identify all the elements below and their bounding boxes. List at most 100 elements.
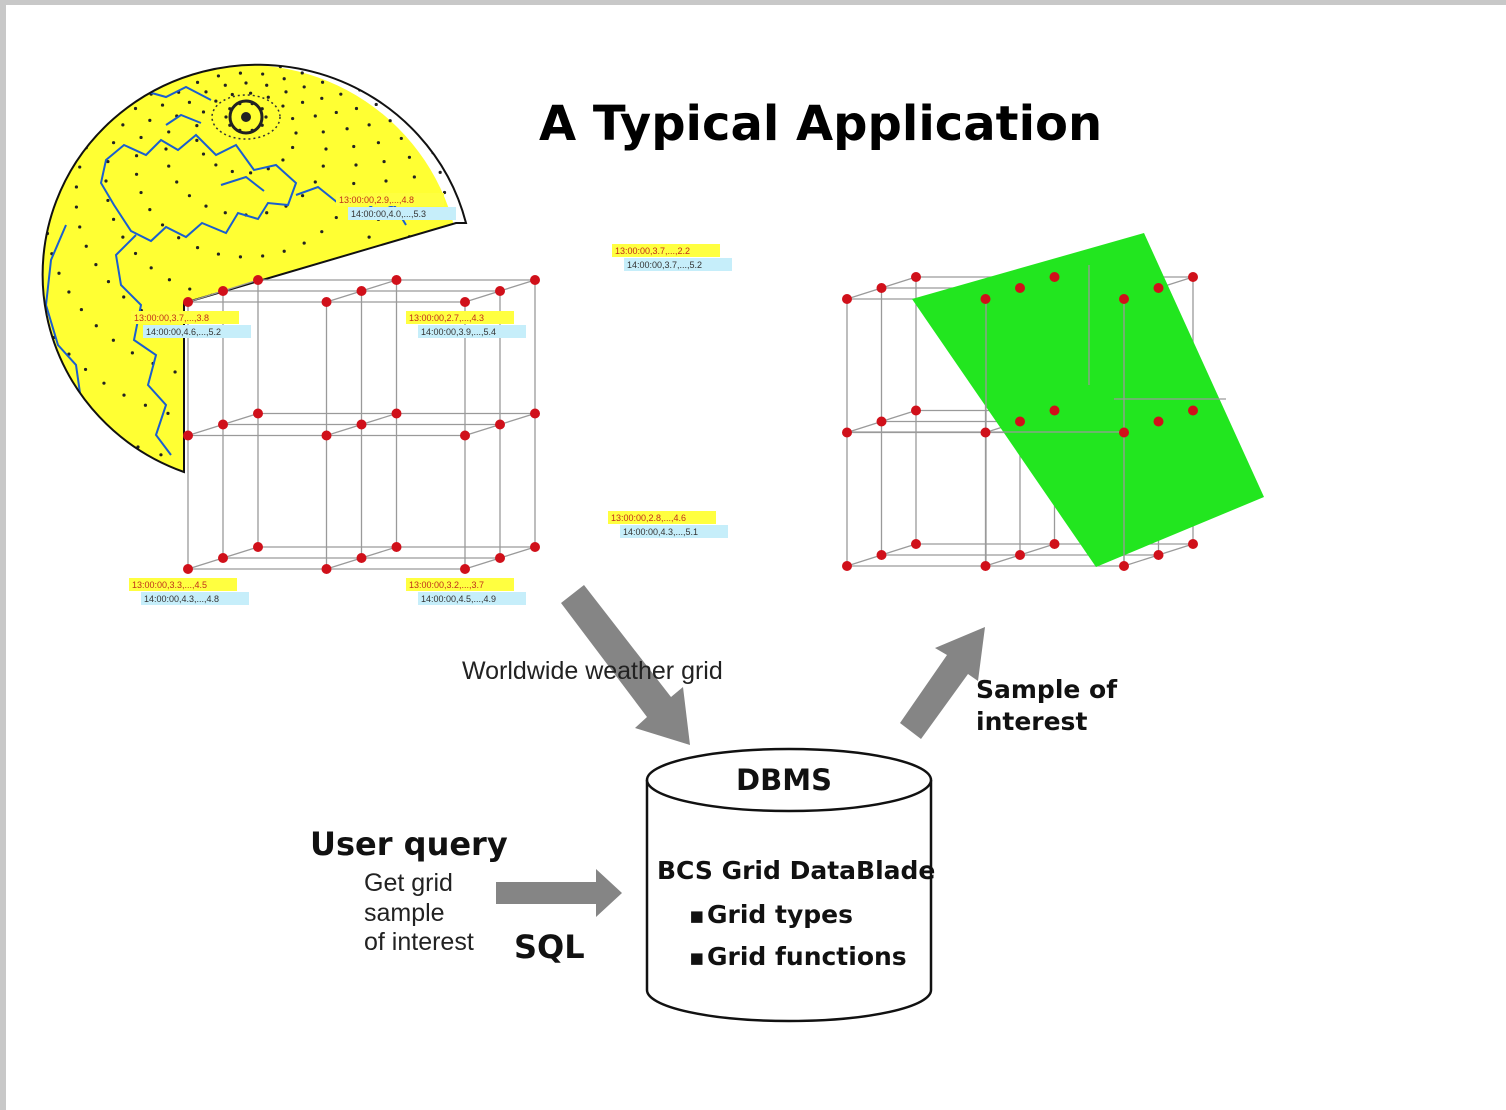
grid-node <box>1188 539 1198 549</box>
worldwide-grid-label: Worldwide weather grid <box>462 657 723 685</box>
grid-node <box>842 294 852 304</box>
grid-node <box>356 419 367 430</box>
sample-plane <box>912 233 1264 567</box>
grid-node <box>460 297 470 307</box>
grid-node <box>842 427 852 438</box>
grid-node <box>1153 416 1164 427</box>
query-line: of interest <box>364 928 474 956</box>
grid-value-text: 13:00:00,2.8,...,4.6 <box>611 513 686 523</box>
grid-node <box>842 561 852 571</box>
database-cylinder-icon <box>645 747 933 1023</box>
dbms-label: DBMS <box>736 763 832 797</box>
grid-node <box>530 275 540 285</box>
grid-node <box>876 416 887 427</box>
grid-node <box>1119 561 1129 571</box>
grid-node <box>1153 550 1164 560</box>
grid-value-label: 13:00:00,2.7,...,4.3 14:00:00,3.9,...,5.4 <box>406 311 526 338</box>
grid-value-label: 13:00:00,3.7,...,2.2 14:00:00,3.7,...,5.2 <box>612 244 732 271</box>
grid-node <box>911 272 921 282</box>
grid-value-text: 14:00:00,4.0,...,5.3 <box>351 209 426 219</box>
grid-node <box>1015 416 1025 427</box>
datablade-label: BCS Grid DataBlade <box>657 856 935 885</box>
grid-node <box>876 283 887 293</box>
arrow-icon <box>496 869 622 917</box>
user-query-heading: User query <box>310 825 508 863</box>
grid-node <box>218 419 228 430</box>
grid-node <box>1153 283 1164 293</box>
grid-node <box>391 275 402 285</box>
grid-node <box>495 419 505 430</box>
grid-node <box>460 430 470 441</box>
query-line: sample <box>364 899 445 927</box>
grid-node <box>1049 539 1060 549</box>
grid-node <box>321 564 332 574</box>
grid-node <box>911 539 921 549</box>
grid-node <box>218 286 228 296</box>
page-title: A Typical Application <box>539 96 1102 152</box>
grid-value-label: 13:00:00,3.3,...,4.5 14:00:00,4.3,...,4.8 <box>129 578 249 605</box>
grid-node <box>1119 427 1129 438</box>
grid-value-label: 13:00:00,3.2,...,3.7 14:00:00,4.5,...,4.9 <box>406 578 526 605</box>
arrow-icon <box>561 585 690 745</box>
grid-value-text: 14:00:00,4.3,...,5.1 <box>623 527 698 537</box>
grid-value-text: 14:00:00,3.7,...,5.2 <box>627 260 702 270</box>
grid-node <box>980 294 991 304</box>
grid-node <box>253 542 263 552</box>
grid-node <box>1188 405 1198 416</box>
grid-node <box>495 553 505 563</box>
grid-node <box>1015 283 1025 293</box>
grid-node <box>218 553 228 563</box>
grid-node <box>530 408 540 419</box>
feature-item: Grid functions <box>707 942 907 971</box>
grid-value-text: 14:00:00,4.6,...,5.2 <box>146 327 221 337</box>
grid-node <box>391 542 402 552</box>
grid-node <box>253 408 263 419</box>
grid-value-text: 14:00:00,4.5,...,4.9 <box>421 594 496 604</box>
grid-nodes <box>183 275 540 574</box>
sql-label: SQL <box>514 928 585 966</box>
grid-value-text: 13:00:00,2.9,...,4.8 <box>339 195 414 205</box>
grid-node <box>1188 272 1198 282</box>
grid-node <box>1119 294 1129 304</box>
grid-value-text: 14:00:00,4.3,...,4.8 <box>144 594 219 604</box>
grid-node <box>1049 272 1060 282</box>
grid-value-text: 14:00:00,3.9,...,5.4 <box>421 327 496 337</box>
grid-node <box>460 564 470 574</box>
grid-value-label: 13:00:00,2.8,...,4.6 14:00:00,4.3,...,5.1 <box>608 511 728 538</box>
bullet-icon: ▪ <box>689 945 705 971</box>
sample-grid-nodes <box>842 272 1198 571</box>
grid-node <box>356 553 367 563</box>
grid-value-text: 13:00:00,3.3,...,4.5 <box>132 580 207 590</box>
grid-node <box>980 427 991 438</box>
grid-node <box>391 408 402 419</box>
diagram-canvas: A Typical Application 13:00:00, <box>41 63 1264 1023</box>
grid-node <box>495 286 505 296</box>
arrow-icon <box>900 627 985 739</box>
bullet-icon: ▪ <box>689 903 705 929</box>
grid-node <box>980 561 991 571</box>
grid-value-labels: 13:00:00,2.9,...,4.8 14:00:00,4.0,...,5.3… <box>129 193 732 605</box>
grid-value-text: 13:00:00,3.7,...,2.2 <box>615 246 690 256</box>
grid-node <box>1049 405 1060 416</box>
grid-node <box>183 297 193 307</box>
grid-node <box>911 405 921 416</box>
grid-value-label: 13:00:00,3.7,...,3.8 14:00:00,4.6,...,5.2 <box>131 311 251 338</box>
grid-node <box>321 430 332 441</box>
grid-value-text: 13:00:00,3.2,...,3.7 <box>409 580 484 590</box>
grid-node <box>321 297 332 307</box>
sample-label-line: Sample of <box>976 675 1118 704</box>
grid-value-label: 13:00:00,2.9,...,4.8 14:00:00,4.0,...,5.3 <box>336 193 456 220</box>
grid-value-text: 13:00:00,2.7,...,4.3 <box>409 313 484 323</box>
grid-node <box>253 275 263 285</box>
grid-node <box>183 564 193 574</box>
grid-node <box>356 286 367 296</box>
grid-node <box>183 430 193 441</box>
query-line: Get grid <box>364 869 453 897</box>
grid-value-text: 13:00:00,3.7,...,3.8 <box>134 313 209 323</box>
feature-item: Grid types <box>707 900 853 929</box>
grid-node <box>876 550 887 560</box>
grid-node <box>1015 550 1025 560</box>
sample-label-line: interest <box>976 707 1087 736</box>
grid-node <box>530 542 540 552</box>
